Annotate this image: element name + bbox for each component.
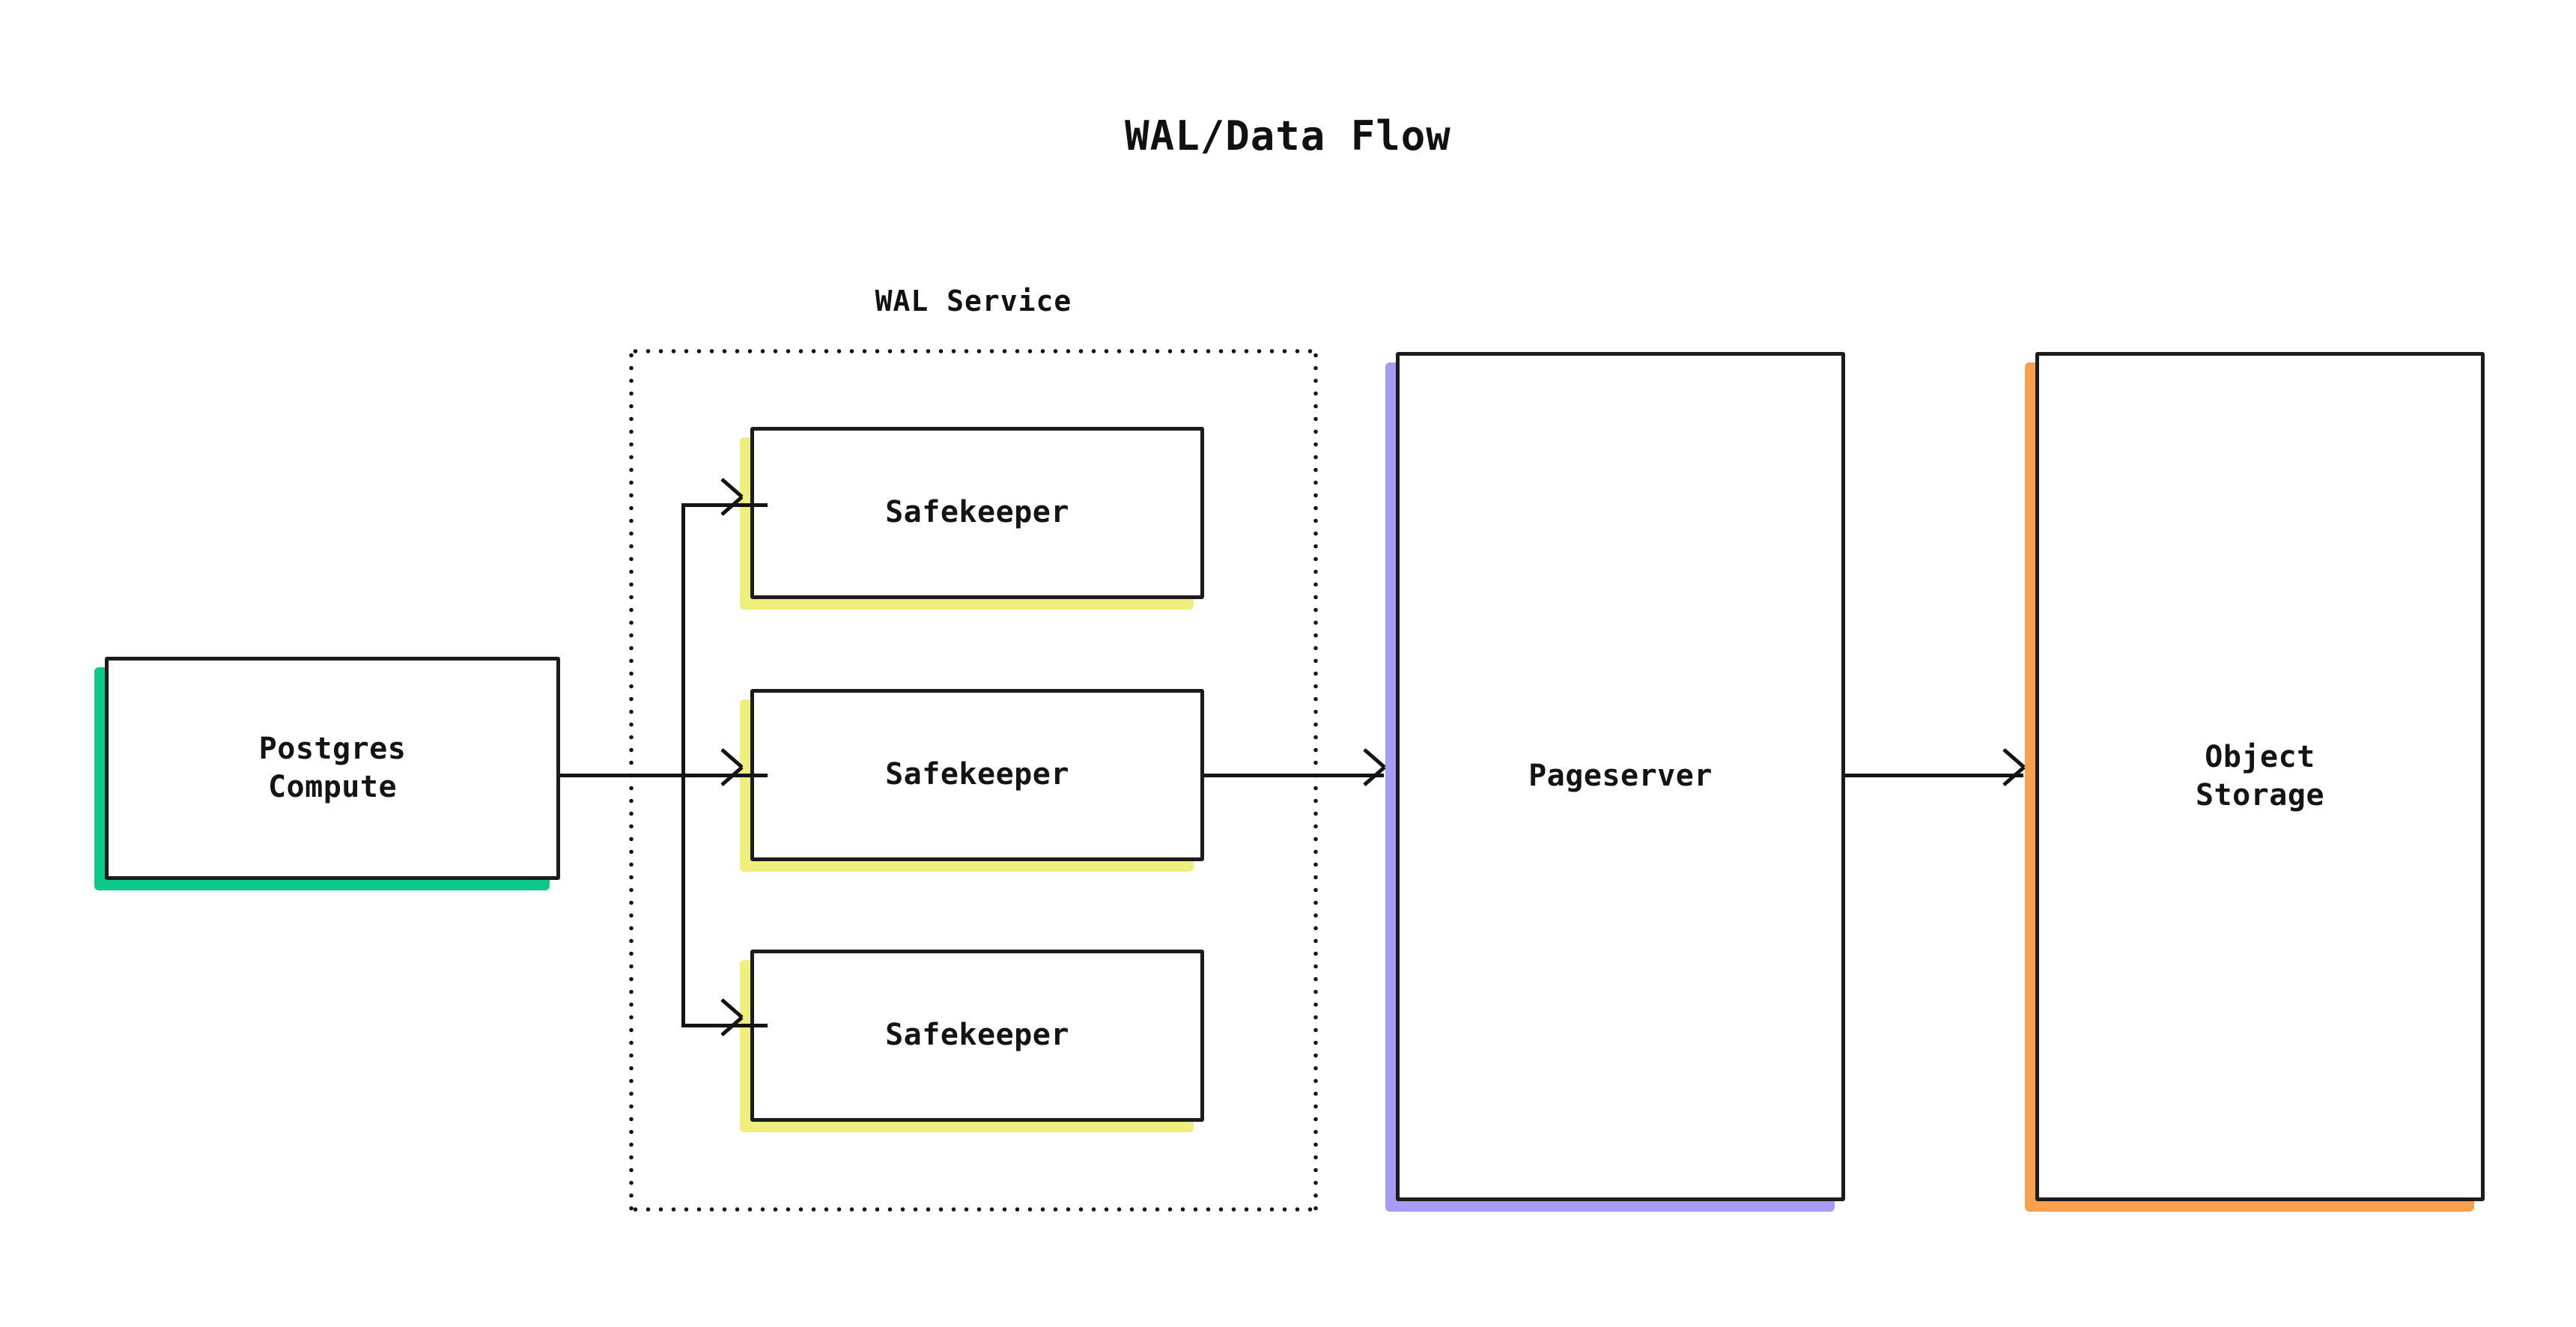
arrowhead-to-safekeeper-2 bbox=[715, 762, 741, 788]
node-face: Safekeeper bbox=[750, 427, 1204, 599]
node-label-postgres-compute: Postgres Compute bbox=[258, 731, 407, 804]
node-label-safekeeper-1: Safekeeper bbox=[885, 495, 1069, 530]
group-label-wal-service: WAL Service bbox=[875, 285, 1072, 318]
node-label-object-storage: Object Storage bbox=[2195, 739, 2325, 813]
edge-segment-postgres-stem bbox=[560, 774, 684, 777]
dotted-border-bottom bbox=[629, 1207, 1318, 1212]
node-face: Postgres Compute bbox=[105, 657, 560, 880]
node-face: Safekeeper bbox=[750, 689, 1204, 861]
node-face: Safekeeper bbox=[750, 950, 1204, 1122]
node-label-safekeeper-2: Safekeeper bbox=[885, 757, 1069, 792]
node-label-pageserver: Pageserver bbox=[1528, 759, 1713, 794]
arrowhead-to-safekeeper-1 bbox=[715, 492, 741, 517]
arrowhead-to-safekeeper-3 bbox=[715, 1012, 741, 1038]
node-pageserver[interactable]: Pageserver bbox=[1385, 352, 1845, 1212]
node-safekeeper-1[interactable]: Safekeeper bbox=[740, 427, 1204, 610]
node-label-safekeeper-3: Safekeeper bbox=[885, 1018, 1069, 1053]
arrowhead-to-pageserver bbox=[1358, 762, 1383, 788]
node-face: Pageserver bbox=[1396, 352, 1845, 1201]
dotted-border-top bbox=[629, 349, 1318, 353]
edge-segment-pageserver-object-storage bbox=[1845, 774, 2023, 777]
node-safekeeper-2[interactable]: Safekeeper bbox=[740, 689, 1204, 872]
node-object-storage[interactable]: Object Storage bbox=[2025, 352, 2485, 1212]
node-safekeeper-3[interactable]: Safekeeper bbox=[740, 950, 1204, 1132]
wal-service-container bbox=[629, 349, 1318, 1212]
edge-segment-trunk bbox=[681, 503, 685, 1027]
dotted-border-right bbox=[1313, 349, 1318, 1212]
edge-segment-safekeeper-pageserver bbox=[1204, 774, 1384, 777]
arrowhead-to-object-storage bbox=[1997, 762, 2023, 788]
page-title: WAL/Data Flow bbox=[1125, 112, 1451, 160]
node-face: Object Storage bbox=[2035, 352, 2485, 1201]
node-postgres-compute[interactable]: Postgres Compute bbox=[94, 657, 560, 890]
dotted-border-left bbox=[629, 349, 634, 1212]
